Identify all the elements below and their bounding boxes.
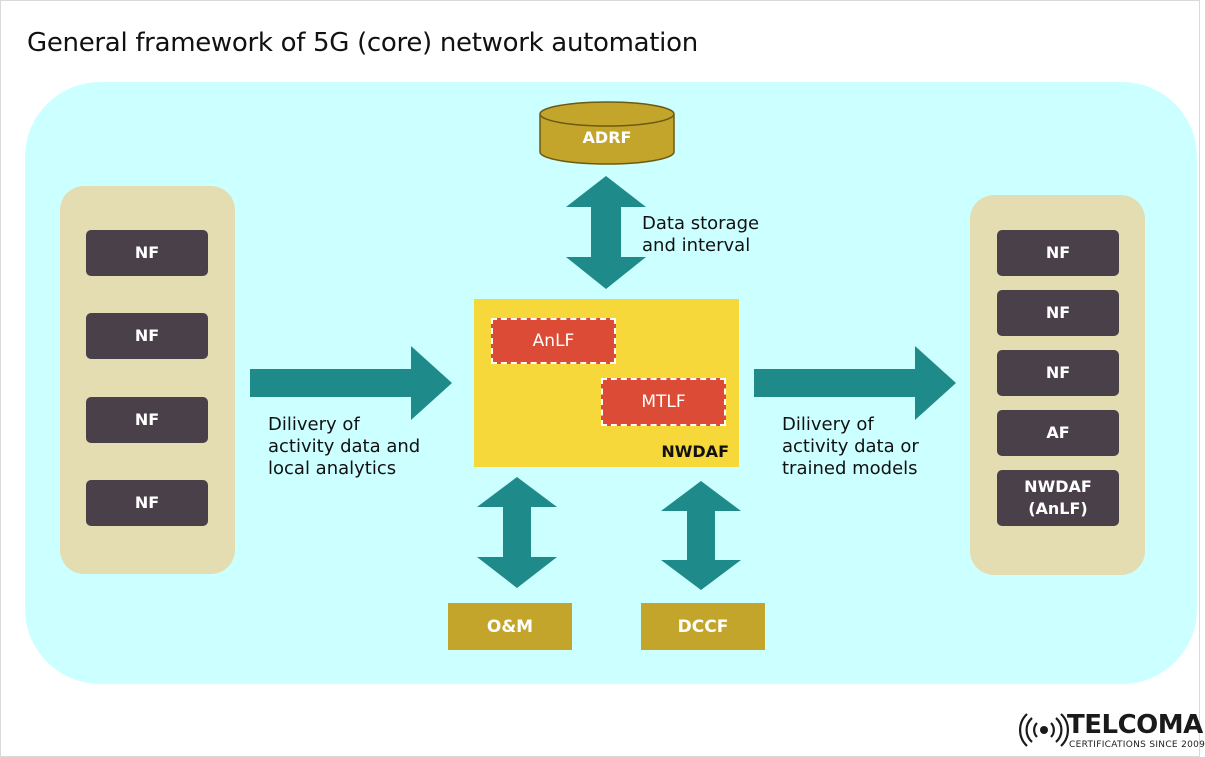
right-nf-1: NF [997, 230, 1119, 276]
right-af: AF [997, 410, 1119, 456]
oam-double-arrow [477, 477, 557, 588]
right-delivery-caption: Dilivery of activity data or trained mod… [782, 414, 919, 479]
adrf-label: ADRF [582, 128, 632, 147]
storage-caption: Data storage and interval [642, 213, 760, 256]
oam-box: O&M [448, 603, 572, 650]
mtlf-function: MTLF [601, 378, 726, 426]
page-title: General framework of 5G (core) network a… [27, 28, 698, 58]
storage-double-arrow [566, 176, 646, 289]
right-nf-2: NF [997, 290, 1119, 336]
right-nf-3: NF [997, 350, 1119, 396]
left-delivery-caption: Dilivery of activity data and local anal… [268, 414, 421, 479]
adrf-database-icon [539, 101, 675, 165]
left-nf-4: NF [86, 480, 208, 526]
left-nf-3: NF [86, 397, 208, 443]
right-delivery-arrow [754, 346, 956, 420]
right-nwdaf-anlf: NWDAF (AnLF) [997, 470, 1119, 526]
left-delivery-arrow [250, 346, 452, 420]
signal-icon [1019, 713, 1069, 747]
logo-name: TELCOMA [1067, 710, 1203, 740]
dccf-double-arrow [661, 481, 741, 590]
logo-tagline: CERTIFICATIONS SINCE 2009 [1069, 740, 1205, 750]
anlf-function: AnLF [491, 318, 616, 364]
left-nf-1: NF [86, 230, 208, 276]
left-nf-2: NF [86, 313, 208, 359]
nwdaf-block: AnLF MTLF NWDAF [474, 299, 739, 467]
nwdaf-label: NWDAF [661, 442, 729, 461]
dccf-box: DCCF [641, 603, 765, 650]
